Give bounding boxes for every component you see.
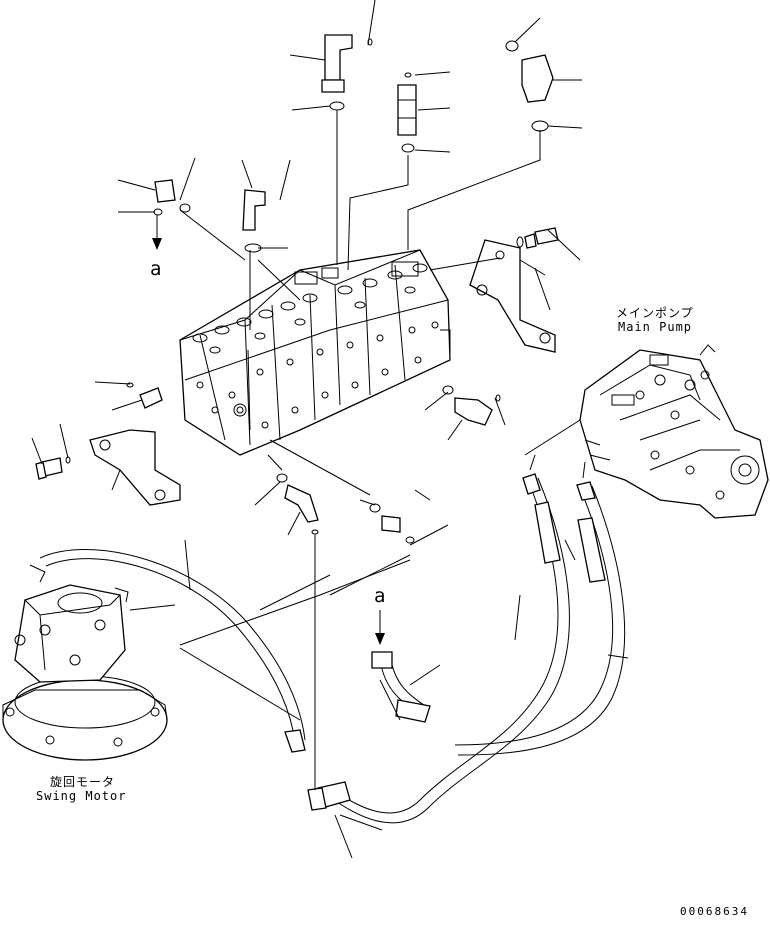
view-arrows [152,215,385,645]
swing-motor-label-jp: 旋回モータ [50,775,116,789]
drawing-number: 00068634 [680,905,749,918]
leader-lines [32,0,628,858]
swing-motor-label-en: Swing Motor [36,789,127,803]
view-ref-a-top: a [150,258,162,280]
fittings [66,35,553,810]
main-pump-label-en: Main Pump [618,320,693,334]
main-pump [580,345,768,518]
swing-motor [3,565,167,760]
view-ref-a-bottom: a [374,585,386,607]
control-valve [180,250,450,455]
main-pump-label-jp: メインポンプ [616,306,694,320]
hoses [40,478,625,823]
brackets [36,228,558,505]
